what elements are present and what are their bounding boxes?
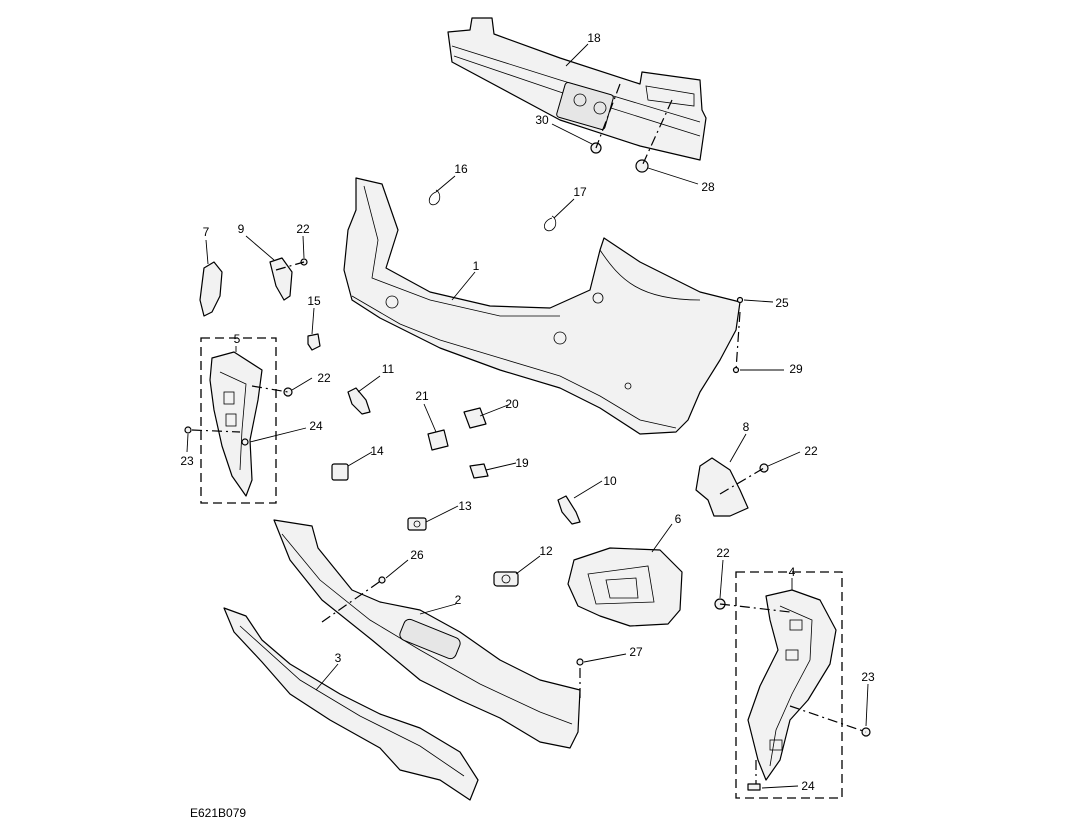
callout-16: 16 [454,162,468,176]
part-29-screw [732,366,740,374]
part-7-shield [199,261,223,317]
callout-19: 19 [515,456,529,470]
part-20-grille [463,407,487,429]
callout-labels: 1 2 3 4 5 6 7 8 9 10 11 12 13 14 15 16 1… [180,31,875,793]
part-24-clip-a [241,438,249,446]
part-9-bracket [269,257,293,301]
part-12-sensor-bezel [493,571,519,587]
callout-5: 5 [234,332,241,346]
callout-6: 6 [675,512,682,526]
callout-13: 13 [458,499,472,513]
callout-21: 21 [415,389,429,403]
part-22-nut-c [759,463,769,473]
callout-25: 25 [775,296,789,310]
bumper-cover [343,177,741,435]
callout-28: 28 [701,180,715,194]
callout-10: 10 [603,474,617,488]
callout-23-a: 23 [180,454,194,468]
callout-27: 27 [629,645,643,659]
callout-30: 30 [535,113,549,127]
callout-17: 17 [573,185,587,199]
part-22-nut-b [283,387,293,397]
left-bracket-assembly [200,337,277,504]
reinforcement-beam [447,17,707,161]
part-25-screw [736,296,744,304]
part-21-grille [427,429,449,451]
callout-14: 14 [370,444,384,458]
callout-22-d: 22 [716,546,730,560]
callout-9: 9 [238,222,245,236]
part-27-screw [576,658,584,666]
callout-18: 18 [587,31,601,45]
callout-24-a: 24 [309,419,323,433]
under-tray [223,607,479,801]
part-8-bracket [695,457,749,517]
part-14-cover [331,463,349,481]
callout-3: 3 [335,651,342,665]
callout-23-b: 23 [861,670,875,684]
callout-22-c: 22 [804,444,818,458]
callout-12: 12 [539,544,553,558]
callout-2: 2 [455,593,462,607]
part-19-cover [469,463,489,479]
callout-24-b: 24 [801,779,815,793]
callout-8: 8 [743,420,750,434]
callout-11: 11 [382,362,395,376]
callout-29: 29 [789,362,803,376]
right-bracket-assembly [735,571,843,799]
leader-lines [186,43,869,789]
callout-26: 26 [410,548,424,562]
lower-valance [273,519,581,749]
callout-20: 20 [505,397,519,411]
part-15-clip [307,333,321,351]
part-13-sensor-bezel [407,517,427,531]
part-10-clip [557,495,581,525]
mounting-pad [567,547,683,627]
part-28-nut [635,159,649,173]
callout-22-a: 22 [296,222,310,236]
assembly-lines [191,83,867,784]
callout-22-b: 22 [317,371,331,385]
callout-7: 7 [203,225,210,239]
part-16-harness [428,189,441,206]
reference-code: E621B079 [190,806,246,820]
part-26-screw [378,576,386,584]
part-17-harness [544,215,557,232]
part-11-clip [347,387,371,415]
callout-1: 1 [473,259,480,273]
callout-4: 4 [789,565,796,579]
part-23-nut-a [184,426,192,434]
callout-15: 15 [307,294,321,308]
part-24-clip-b [747,783,761,791]
